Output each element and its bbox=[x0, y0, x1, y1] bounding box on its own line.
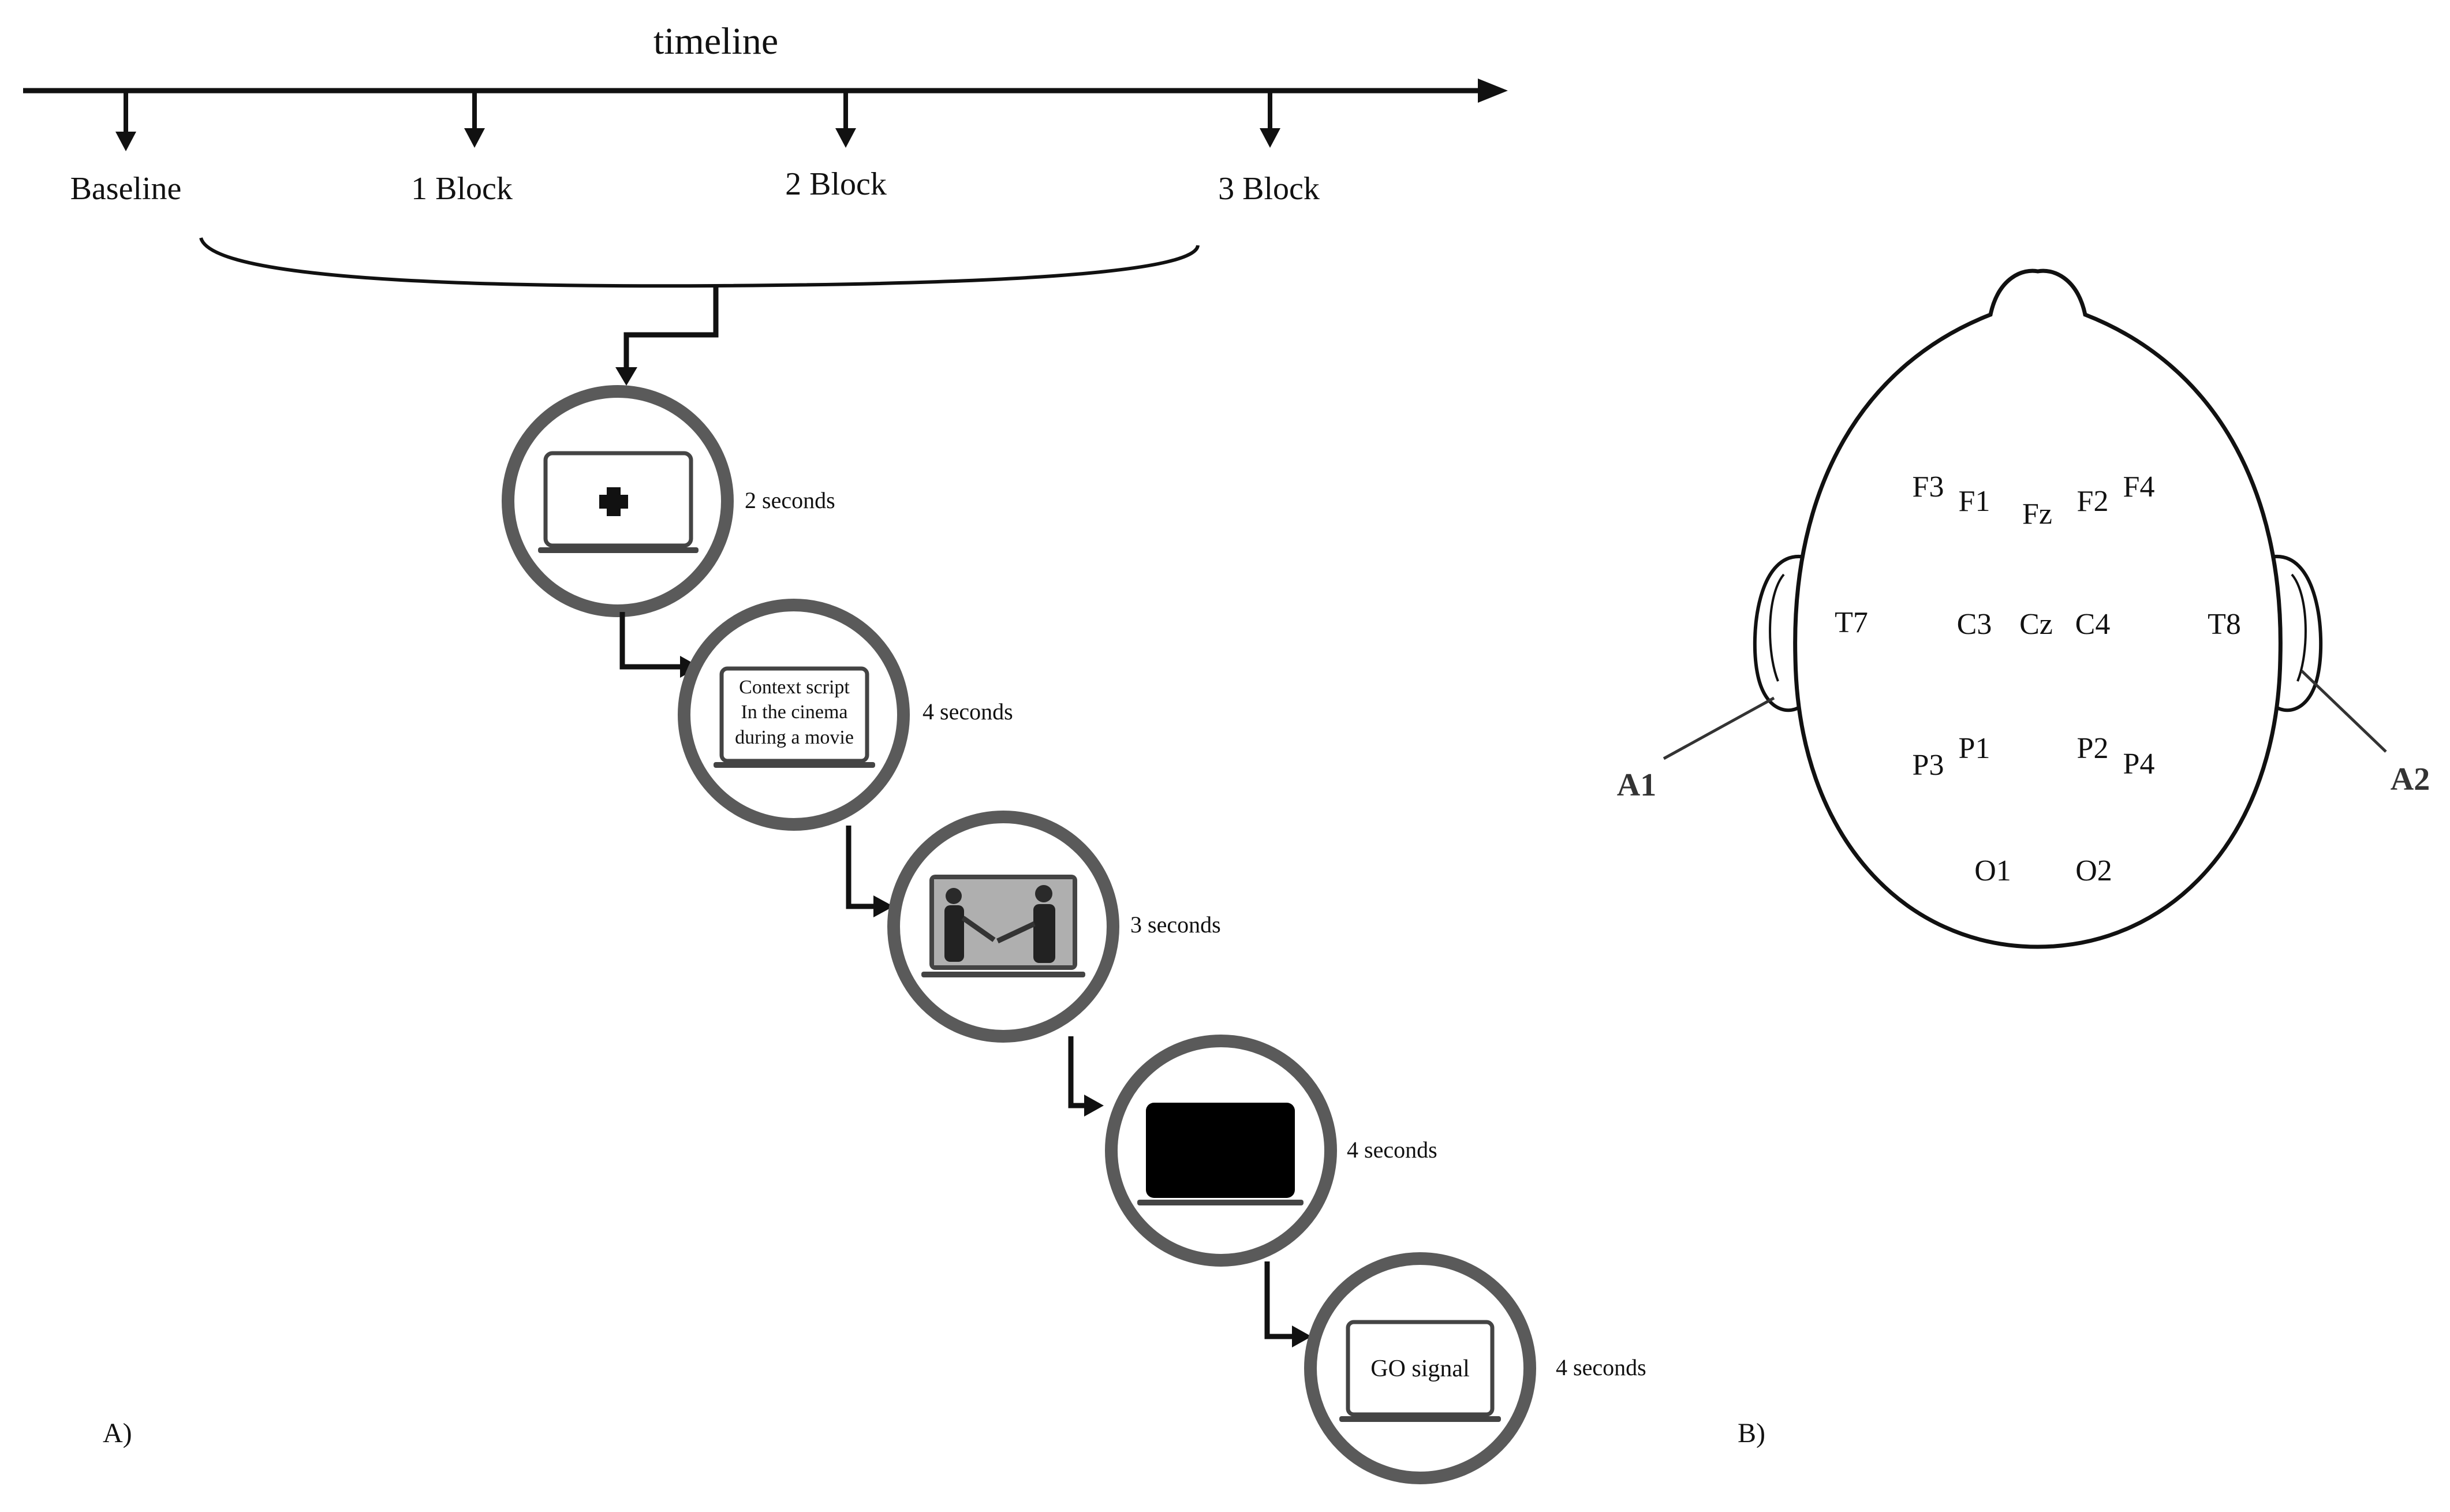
reference-lead-a1 bbox=[1663, 696, 1775, 760]
timeline-label-block-3: 3 Block bbox=[1218, 171, 1320, 207]
trial-sequence: 2 seconds Context script In the cinema d… bbox=[502, 286, 1646, 1484]
electrode-c3: C3 bbox=[1957, 608, 1992, 641]
electrode-p2: P2 bbox=[2077, 732, 2109, 765]
laptop-base bbox=[921, 972, 1085, 977]
timeline-label-block-1: 1 Block bbox=[411, 171, 513, 207]
laptop-screen bbox=[719, 666, 869, 763]
person-figure-right bbox=[996, 885, 1055, 963]
trial-step-video: 3 seconds bbox=[887, 811, 1221, 1043]
electrode-p4: P4 bbox=[2123, 748, 2155, 781]
electrode-cz: Cz bbox=[2019, 608, 2053, 641]
electrode-f4: F4 bbox=[2123, 471, 2155, 503]
electrode-f1: F1 bbox=[1959, 485, 1990, 518]
timeline-marker-block-3: 3 Block bbox=[1218, 91, 1320, 207]
electrode-p1: P1 bbox=[1959, 732, 1990, 765]
connector-arrow bbox=[846, 826, 875, 909]
connector-arrow bbox=[1068, 1036, 1085, 1108]
head-outline bbox=[1793, 268, 2283, 949]
electrode-fz: Fz bbox=[2022, 498, 2052, 531]
trial-step-context-script: Context script In the cinema during a mo… bbox=[678, 599, 1013, 831]
electrode-o2: O2 bbox=[2075, 854, 2112, 887]
duration-label: 4 seconds bbox=[923, 699, 1013, 725]
timeline-marker-baseline: Baseline bbox=[70, 91, 182, 207]
timeline-section: timeline Baseline 1 Block 2 Block 3 Bloc… bbox=[23, 20, 1508, 288]
duration-label: 2 seconds bbox=[745, 487, 835, 513]
timeline-marker-block-1: 1 Block bbox=[411, 91, 513, 207]
block-brace bbox=[199, 237, 1200, 288]
reference-lead-a2 bbox=[2300, 670, 2387, 753]
timeline-arrowhead bbox=[1478, 79, 1508, 103]
eeg-head-diagram: A1 A2 F3 F1 Fz F2 F4 T7 C3 Cz C4 T8 P3 P… bbox=[1617, 268, 2430, 949]
connector-arrow bbox=[1264, 1261, 1293, 1339]
laptop-base bbox=[1339, 1416, 1501, 1422]
connector-arrow bbox=[619, 612, 681, 670]
black-screen bbox=[1146, 1103, 1295, 1198]
laptop-base bbox=[1137, 1200, 1304, 1205]
person-figure-left bbox=[944, 888, 996, 962]
context-script-line: during a movie bbox=[735, 727, 854, 748]
reference-label-a2: A2 bbox=[2391, 761, 2430, 797]
electrode-o1: O1 bbox=[1974, 854, 2011, 887]
duration-label: 3 seconds bbox=[1130, 912, 1221, 938]
trial-step-black-screen: 4 seconds bbox=[1105, 1035, 1437, 1267]
laptop-screen bbox=[1346, 1320, 1495, 1417]
electrode-f2: F2 bbox=[2077, 485, 2109, 518]
duration-label: 4 seconds bbox=[1556, 1354, 1646, 1380]
panel-label-a: A) bbox=[103, 1418, 132, 1448]
electrode-t7: T7 bbox=[1835, 606, 1868, 639]
connector-arrow bbox=[623, 286, 719, 369]
context-script-line: Context script bbox=[739, 677, 850, 698]
right-ear bbox=[2268, 554, 2323, 712]
context-script-line: In the cinema bbox=[741, 701, 847, 723]
laptop-base bbox=[714, 762, 875, 768]
timeline-label-block-2: 2 Block bbox=[785, 166, 887, 202]
left-ear bbox=[1753, 554, 1807, 712]
timeline-marker-block-2: 2 Block bbox=[785, 91, 887, 202]
reference-label-a1: A1 bbox=[1617, 767, 1656, 803]
timeline-title: timeline bbox=[653, 20, 778, 62]
trial-step-fixation: 2 seconds bbox=[502, 385, 835, 617]
go-signal-text: GO signal bbox=[1370, 1356, 1470, 1382]
electrode-f3: F3 bbox=[1913, 471, 1944, 503]
panel-label-b: B) bbox=[1738, 1418, 1765, 1448]
duration-label: 4 seconds bbox=[1347, 1137, 1437, 1163]
electrode-p3: P3 bbox=[1913, 749, 1944, 782]
laptop-base bbox=[538, 547, 699, 553]
timeline-label-baseline: Baseline bbox=[70, 171, 182, 207]
trial-step-go-signal: GO signal 4 seconds bbox=[1304, 1252, 1646, 1484]
electrode-t8: T8 bbox=[2208, 608, 2241, 641]
electrode-c4: C4 bbox=[2075, 608, 2111, 641]
